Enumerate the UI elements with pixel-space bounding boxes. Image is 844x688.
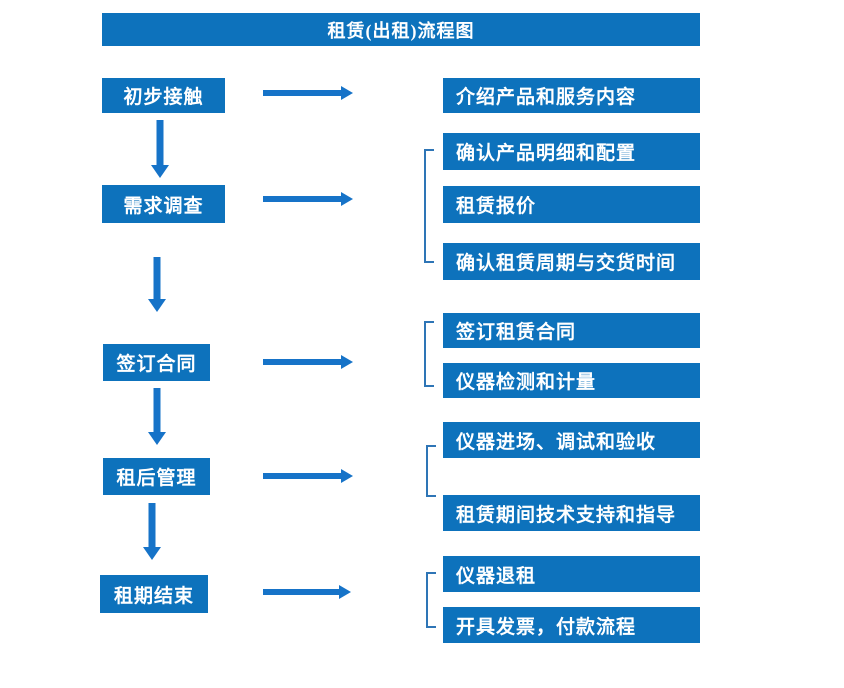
step-box-post-rental-management: 租后管理 [103,458,210,495]
detail-box-instrument-return: 仪器退租 [443,556,700,592]
detail-box-instrument-inspection: 仪器检测和计量 [443,363,700,398]
detail-box-instrument-setup-acceptance: 仪器进场、调试和验收 [443,422,700,458]
arrow-right-icon [263,354,353,370]
arrow-right-icon [263,191,353,207]
arrow-head [341,86,353,100]
arrow-right-icon [263,85,353,101]
arrow-shaft [263,473,342,479]
arrow-shaft [263,359,342,365]
detail-box-sign-rental-contract: 签订租赁合同 [443,313,700,348]
title-bar: 租赁(出租)流程图 [102,13,700,46]
detail-box-rental-quotation: 租赁报价 [443,186,700,223]
group-bracket [424,149,434,263]
arrow-head [341,469,353,483]
arrow-head [339,585,351,599]
arrow-shaft [148,503,156,548]
arrow-head [151,165,169,178]
group-bracket [426,572,436,628]
arrow-head [148,299,166,312]
group-bracket [424,321,434,387]
detail-box-introduce-products: 介绍产品和服务内容 [443,78,700,113]
arrow-shaft [263,589,340,595]
detail-box-confirm-rental-period: 确认租赁周期与交货时间 [443,243,700,280]
arrow-shaft [153,388,161,433]
arrow-right-icon [263,468,353,484]
arrow-head [148,432,166,445]
detail-box-confirm-product-details: 确认产品明细和配置 [443,133,700,170]
page-title: 租赁(出租)流程图 [327,20,475,41]
step-box-sign-contract: 签订合同 [103,344,210,381]
step-box-initial-contact: 初步接触 [102,78,225,113]
arrow-head [143,547,161,560]
arrow-shaft [263,196,342,202]
arrow-down-icon [148,257,166,312]
detail-box-invoice-payment: 开具发票，付款流程 [443,607,700,643]
arrow-down-icon [148,388,166,445]
arrow-head [341,192,353,206]
arrow-down-icon [143,503,161,560]
arrow-right-icon [263,584,351,600]
detail-box-technical-support: 租赁期间技术支持和指导 [443,495,700,531]
arrow-down-icon [151,120,169,178]
arrow-shaft [153,257,161,300]
group-bracket [426,445,436,497]
step-box-demand-survey: 需求调查 [102,185,225,223]
step-box-rental-end: 租期结束 [100,575,208,613]
arrow-head [341,355,353,369]
arrow-shaft [156,120,164,166]
arrow-shaft [263,90,342,96]
